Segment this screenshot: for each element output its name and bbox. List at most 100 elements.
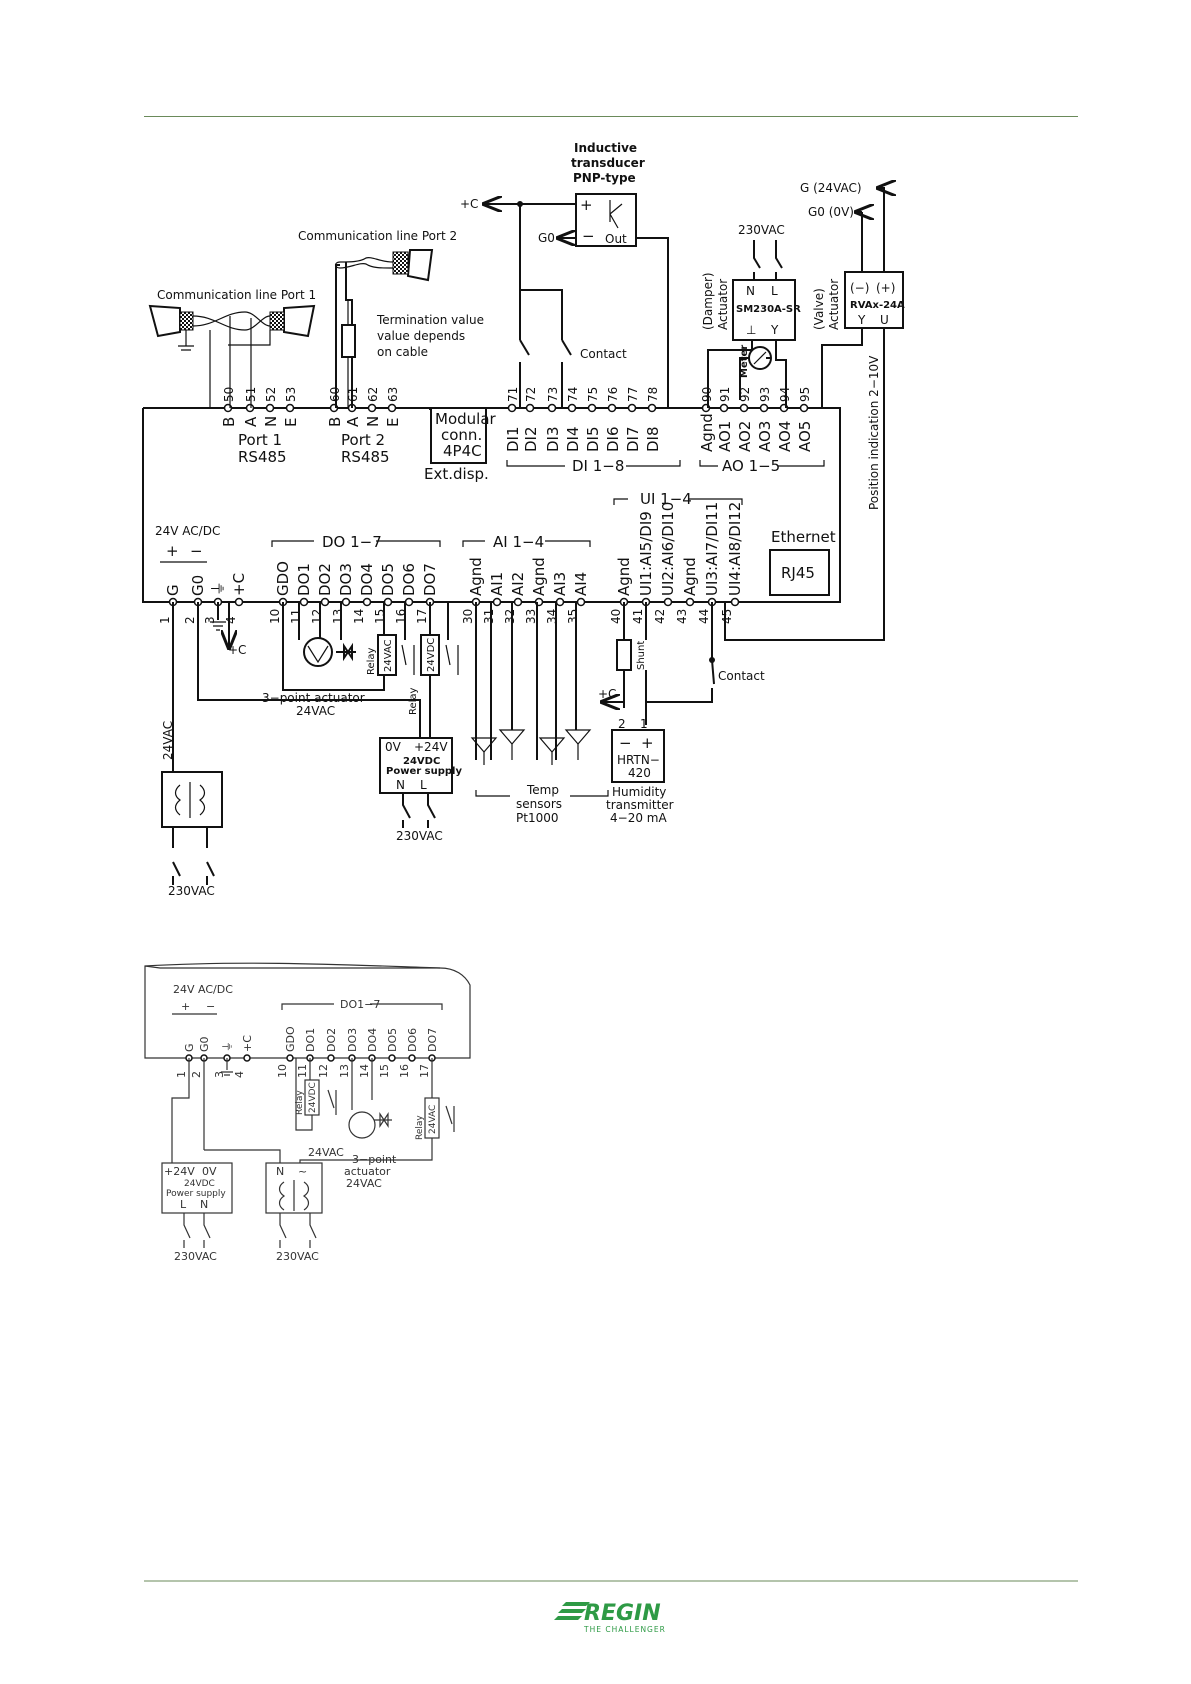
bottom-terminal-label: AI2 <box>509 572 527 596</box>
contact-ui-label: Contact <box>718 669 765 683</box>
ao-terminal-label: AO3 <box>756 421 774 452</box>
top-terminal-number: 93 <box>758 387 772 402</box>
port1-label: Port 1 <box>238 431 282 449</box>
d2-act-2: actuator <box>344 1165 391 1178</box>
d2-supply-label: 24V AC/DC <box>173 983 233 996</box>
bottom-terminal-number: 45 <box>720 609 734 624</box>
svg-text:PNP-type: PNP-type <box>573 171 636 185</box>
bottom-terminal <box>730 597 740 607</box>
d2-terminal-number: 17 <box>418 1064 431 1078</box>
bottom-terminal-label: UI1:AI5/DI9 <box>637 511 655 596</box>
svg-text:Meter: Meter <box>739 345 750 378</box>
d2-terminal <box>388 1054 396 1062</box>
svg-text:420: 420 <box>628 766 651 780</box>
shunt-box <box>616 639 632 671</box>
v24ac-side-label: 24VAC <box>161 721 175 760</box>
termination-text-3: on cable <box>377 345 428 359</box>
actuator-1-label-1: 3−point actuator <box>262 691 365 705</box>
d2-power-supply <box>161 1162 233 1214</box>
top-terminal <box>567 403 577 413</box>
bottom-terminal-number: 4 <box>224 616 238 624</box>
bottom-terminal <box>555 597 565 607</box>
v230-tr-label: 230VAC <box>168 884 215 898</box>
d2-terminal-number: 10 <box>276 1064 289 1078</box>
svg-text:N: N <box>746 284 755 298</box>
bottom-terminal-number: 43 <box>675 609 689 624</box>
top-terminal <box>587 403 597 413</box>
bottom-terminal-label: DO3 <box>337 563 355 596</box>
di-terminal-label: DI8 <box>644 426 662 452</box>
inductive-transducer: Inductive transducer PNP-type + − Out <box>484 141 669 408</box>
ext-disp-label: Ext.disp. <box>424 465 489 483</box>
svg-text:24VAC: 24VAC <box>428 1105 438 1134</box>
bottom-terminal-number: 40 <box>609 609 623 624</box>
bottom-terminal-number: 41 <box>631 609 645 624</box>
modular-text-1: Modular <box>435 410 497 428</box>
d2-v230-b: 230VAC <box>276 1250 319 1263</box>
bottom-terminal-label: DO6 <box>400 563 418 596</box>
svg-text:N: N <box>396 778 405 792</box>
d2-transformer <box>265 1162 323 1214</box>
top-terminal <box>367 403 377 413</box>
d2-terminal-number: 13 <box>338 1064 351 1078</box>
main-wiring-diagram: Port 1 RS485 Port 2 RS485 Modular conn. … <box>142 141 905 898</box>
svg-text:Power supply: Power supply <box>386 766 462 777</box>
bottom-terminal-label: +C <box>230 573 248 596</box>
hrtn-box <box>611 729 665 783</box>
bottom-terminal-number: 10 <box>268 609 282 624</box>
svg-text:24VDC: 24VDC <box>184 1179 215 1189</box>
bottom-terminal-number: 42 <box>653 609 667 624</box>
top-terminal-number: 73 <box>546 387 560 402</box>
bottom-terminal-label: AI3 <box>551 572 569 596</box>
rvax-box <box>844 271 904 329</box>
svg-text:N: N <box>200 1198 208 1211</box>
svg-text:L: L <box>771 284 778 298</box>
bottom-terminal-number: 13 <box>331 609 345 624</box>
ao-group-label: AO 1−5 <box>722 457 780 475</box>
top-terminal-letter: N <box>364 416 382 427</box>
bottom-terminal <box>234 597 244 607</box>
relay-1-box <box>377 634 397 676</box>
supply-minus: − <box>190 542 203 560</box>
rj45-box <box>769 549 830 596</box>
ao-terminal-label: AO2 <box>736 421 754 452</box>
d2-terminal-number: 2 <box>190 1071 203 1078</box>
d2-terminal-number: 15 <box>378 1064 391 1078</box>
plus-c-ui: +C <box>598 687 616 701</box>
d2-v24ac-label: 24VAC <box>308 1146 344 1159</box>
supply-label: 24V AC/DC <box>155 524 220 538</box>
bottom-terminal-label: AI1 <box>488 572 506 596</box>
damper-label: (Damper) <box>701 272 715 330</box>
humidity-label-2: transmitter <box>606 798 674 812</box>
modular-connector-box <box>430 407 487 464</box>
bottom-terminal-label: UI3:AI7/DI11 <box>703 502 721 596</box>
di-terminal-label: DI4 <box>564 426 582 452</box>
controller-outline <box>142 407 841 603</box>
d2-terminal-label: DO7 <box>426 1028 439 1052</box>
svg-text:0V: 0V <box>385 740 402 754</box>
svg-text:+24V: +24V <box>414 740 448 754</box>
top-terminal-number: 62 <box>366 387 380 402</box>
actuator-1-label-2: 24VAC <box>296 704 335 718</box>
temp-label-2: sensors <box>516 797 562 811</box>
di-terminal-label: DI7 <box>624 426 642 452</box>
header-rule <box>144 116 1078 117</box>
d2-terminal-number: 4 <box>233 1071 246 1078</box>
top-terminal-number: 63 <box>386 387 400 402</box>
bottom-terminal-label: GDO <box>274 561 292 596</box>
svg-text:24VDC: 24VDC <box>403 756 440 767</box>
actuator-label: Actuator <box>716 279 730 330</box>
alternative-wiring-diagram: 24V AC/DC + − DO1−7 G1G02⏚3+C4GDO10DO111… <box>144 962 471 1263</box>
bottom-terminal <box>383 597 393 607</box>
bottom-terminal-label: UI2:AI6/DI10 <box>659 502 677 596</box>
svg-text:+: + <box>181 1000 190 1013</box>
svg-text:+: + <box>641 734 654 752</box>
bottom-terminal <box>576 597 586 607</box>
svg-text:+24V: +24V <box>164 1165 195 1178</box>
bottom-terminal-label: Agnd <box>681 557 699 596</box>
svg-text:−: − <box>619 734 632 752</box>
top-terminal <box>525 403 535 413</box>
top-terminal <box>759 403 769 413</box>
svg-text:24VDC: 24VDC <box>426 638 437 672</box>
